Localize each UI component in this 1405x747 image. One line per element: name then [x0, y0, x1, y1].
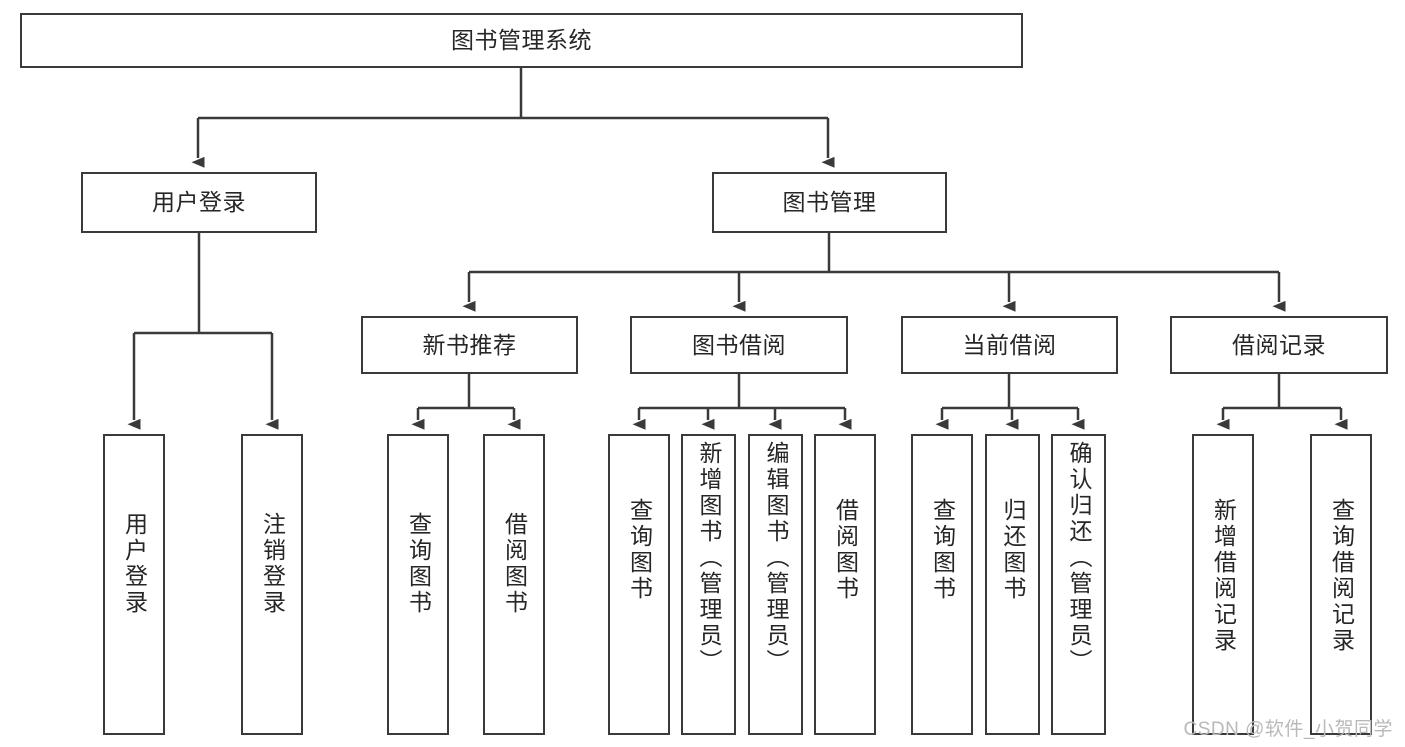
node-leaf-user-login-label: 用户登录 — [121, 512, 148, 616]
node-leaf-query-record[interactable]: 查询借阅记录 — [1310, 434, 1372, 735]
node-leaf-edit-book[interactable]: 编辑图书（管理员） — [748, 434, 803, 735]
node-leaf-logout[interactable]: 注销登录 — [241, 434, 303, 735]
node-leaf-borrow-book-2[interactable]: 借阅图书 — [814, 434, 876, 735]
node-new-book-rec-label: 新书推荐 — [422, 331, 517, 358]
node-current-borrow-label: 当前借阅 — [962, 331, 1057, 358]
node-user-login-label: 用户登录 — [152, 189, 246, 216]
node-leaf-user-login[interactable]: 用户登录 — [103, 434, 165, 735]
node-leaf-borrow-book-1[interactable]: 借阅图书 — [483, 434, 545, 735]
node-leaf-borrow-book-2-label: 借阅图书 — [832, 498, 859, 602]
node-leaf-query-book-2-label: 查询图书 — [626, 498, 653, 602]
node-book-manage-label: 图书管理 — [782, 189, 877, 216]
node-leaf-return-book-label: 归还图书 — [1000, 498, 1026, 602]
node-leaf-query-book-1-label: 查询图书 — [405, 512, 432, 616]
node-book-manage[interactable]: 图书管理 — [712, 172, 947, 233]
node-leaf-query-book-3[interactable]: 查询图书 — [911, 434, 973, 735]
node-leaf-borrow-book-1-label: 借阅图书 — [501, 512, 528, 616]
node-leaf-add-record[interactable]: 新增借阅记录 — [1192, 434, 1254, 735]
node-leaf-add-record-label: 新增借阅记录 — [1210, 498, 1237, 654]
node-leaf-query-book-3-label: 查询图书 — [929, 498, 956, 602]
node-book-borrow-label: 图书借阅 — [692, 331, 786, 358]
node-root[interactable]: 图书管理系统 — [20, 13, 1023, 68]
node-leaf-add-book-label: 新增图书（管理员） — [696, 441, 722, 675]
node-borrow-record-label: 借阅记录 — [1232, 331, 1326, 358]
node-leaf-logout-label: 注销登录 — [259, 512, 286, 616]
node-leaf-confirm-return-label: 确认归还（管理员） — [1066, 441, 1092, 675]
node-new-book-rec[interactable]: 新书推荐 — [361, 316, 578, 374]
node-user-login[interactable]: 用户登录 — [81, 172, 317, 233]
node-current-borrow[interactable]: 当前借阅 — [901, 316, 1118, 374]
node-leaf-add-book[interactable]: 新增图书（管理员） — [681, 434, 736, 735]
node-leaf-query-book-2[interactable]: 查询图书 — [608, 434, 670, 735]
node-leaf-query-record-label: 查询借阅记录 — [1328, 498, 1355, 654]
node-leaf-edit-book-label: 编辑图书（管理员） — [763, 441, 789, 675]
node-leaf-query-book-1[interactable]: 查询图书 — [387, 434, 449, 735]
node-borrow-record[interactable]: 借阅记录 — [1170, 316, 1388, 374]
node-leaf-return-book[interactable]: 归还图书 — [985, 434, 1040, 735]
watermark-text: CSDN @软件_小贺同学 — [1183, 719, 1393, 740]
node-book-borrow[interactable]: 图书借阅 — [630, 316, 848, 374]
node-leaf-confirm-return[interactable]: 确认归还（管理员） — [1051, 434, 1106, 735]
node-root-label: 图书管理系统 — [451, 27, 592, 54]
